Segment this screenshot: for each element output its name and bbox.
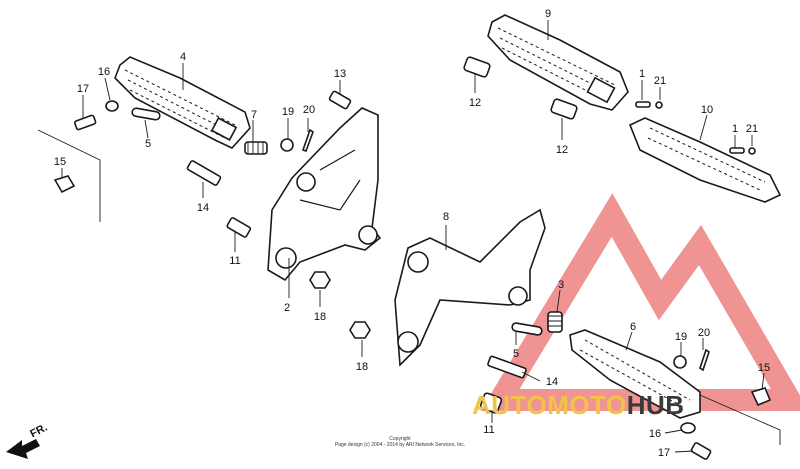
label-14: 14: [197, 202, 209, 214]
reference-bracket-left: [37, 129, 101, 222]
label-4: 4: [180, 51, 186, 63]
washer-19-top[interactable]: [280, 138, 294, 152]
label-3: 3: [558, 279, 564, 291]
spring-7[interactable]: [244, 141, 268, 155]
label-20: 20: [698, 327, 710, 339]
bolt-12-bottom[interactable]: [550, 98, 578, 120]
leader-lines: [61, 20, 765, 453]
washer-21b[interactable]: [748, 147, 756, 155]
label-5: 5: [145, 138, 151, 150]
bolt-17-bottom[interactable]: [690, 442, 712, 460]
label-19: 19: [282, 106, 294, 118]
bolt-17-top[interactable]: [73, 114, 97, 131]
bolt-15-right[interactable]: [750, 387, 772, 407]
label-18: 18: [314, 311, 326, 323]
label-19: 19: [675, 331, 687, 343]
cotter-1b[interactable]: [729, 147, 745, 154]
cotter-pin-20-bottom[interactable]: [699, 348, 710, 372]
footpeg-front-left[interactable]: [114, 56, 251, 149]
label-18: 18: [356, 361, 368, 373]
label-8: 8: [443, 211, 449, 223]
label-17: 17: [77, 83, 89, 95]
label-16: 16: [649, 428, 661, 440]
washer-16-top[interactable]: [105, 100, 119, 112]
label-6: 6: [630, 321, 636, 333]
watermark-text-hub: HUB: [626, 390, 685, 420]
label-12: 12: [556, 144, 568, 156]
pin-5-bottom[interactable]: [511, 322, 543, 336]
reference-bracket-right: [699, 394, 781, 445]
spring-3[interactable]: [547, 311, 563, 333]
part-labels: 4 16 17 5 7 19 20 13 15 14 11 2 18 18 9 …: [54, 8, 770, 459]
bolt-12-top[interactable]: [463, 56, 491, 78]
copyright-notice: Copyright Page design (c) 2004 - 2014 by…: [300, 436, 500, 448]
bolt-14-top[interactable]: [186, 160, 222, 186]
label-20: 20: [303, 104, 315, 116]
washer-16-bottom[interactable]: [680, 422, 696, 434]
label-16: 16: [98, 66, 110, 78]
front-direction-arrow-icon: [6, 439, 40, 459]
label-2: 2: [284, 302, 290, 314]
washer-21a[interactable]: [655, 101, 663, 109]
nut-18-top[interactable]: [309, 271, 331, 289]
label-17: 17: [658, 447, 670, 459]
cotter-pin-20-top[interactable]: [301, 128, 314, 153]
label-9: 9: [545, 8, 551, 20]
label-21: 21: [654, 75, 666, 87]
copyright-line-1: Copyright: [389, 436, 411, 442]
label-5: 5: [513, 348, 519, 360]
bolt-11-top[interactable]: [226, 217, 252, 238]
label-7: 7: [251, 109, 257, 121]
label-1: 1: [639, 68, 645, 80]
watermark-logo: [480, 193, 800, 411]
footpeg-rear-left[interactable]: [569, 329, 701, 419]
pin-5-top[interactable]: [131, 107, 161, 121]
label-14: 14: [546, 376, 558, 388]
bolt-13[interactable]: [328, 90, 352, 110]
label-13: 13: [334, 68, 346, 80]
footpeg-rear-right[interactable]: [628, 117, 782, 203]
label-21: 21: [746, 123, 758, 135]
label-10: 10: [701, 104, 713, 116]
footpeg-bracket-front[interactable]: [267, 107, 382, 282]
label-15: 15: [54, 156, 66, 168]
washer-19-bottom[interactable]: [673, 355, 687, 369]
watermark-text: AUTOMOTOHUB: [472, 390, 685, 421]
label-11: 11: [229, 255, 240, 267]
bolt-15-left[interactable]: [53, 175, 76, 194]
footpeg-bracket-rear[interactable]: [394, 208, 546, 367]
copyright-line-2: Page design (c) 2004 - 2014 by ARI Netwo…: [334, 442, 466, 448]
label-1: 1: [732, 123, 738, 135]
label-11: 11: [483, 424, 494, 436]
label-15: 15: [758, 362, 770, 374]
watermark-text-automoto: AUTOMOTO: [472, 390, 627, 420]
cotter-1a[interactable]: [635, 101, 651, 108]
label-12: 12: [469, 97, 481, 109]
footpeg-front-right[interactable]: [487, 14, 629, 111]
nut-18-bottom[interactable]: [349, 321, 371, 339]
bolt-11-bottom[interactable]: [479, 392, 503, 414]
